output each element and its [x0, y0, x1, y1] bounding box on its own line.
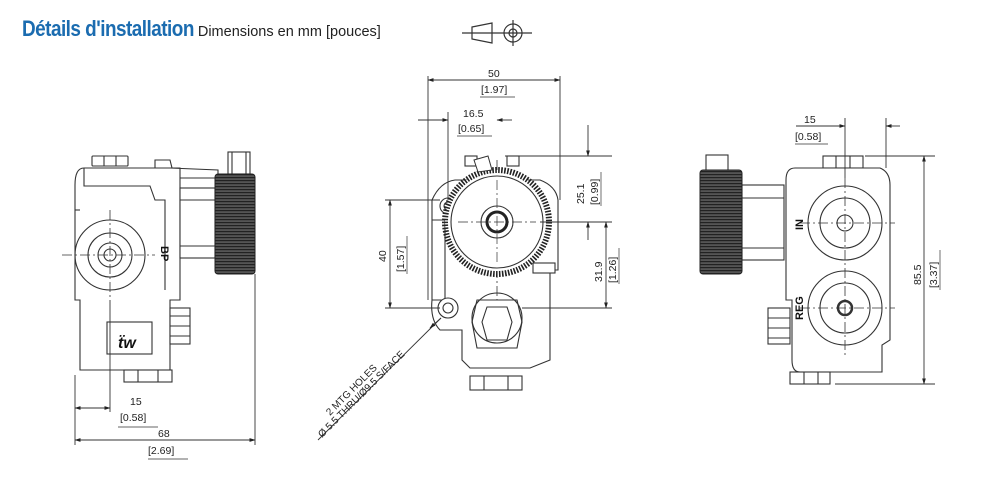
knurled-knob-left	[214, 173, 256, 275]
right-dim-height-mm: 85.5	[912, 264, 924, 285]
center-dim-lower-in: [1.26]	[607, 257, 619, 283]
right-view	[705, 154, 895, 385]
right-dim-height-in: [3.37]	[928, 262, 940, 288]
right-dimensions	[795, 118, 941, 385]
center-dim-top-in: [1.97]	[481, 84, 507, 96]
center-dim-upper-mm: 25.1	[575, 183, 587, 204]
center-dim-top-mm: 50	[488, 68, 500, 80]
knurled-knob-right	[699, 169, 743, 275]
page-subtitle: Dimensions en mm [pouces]	[197, 24, 381, 40]
center-dim-offset-in: [0.65]	[458, 123, 484, 135]
brand-logo-icon: ẗw	[118, 334, 137, 352]
center-dim-height-mm: 40	[377, 250, 389, 262]
port-label-in: IN	[794, 219, 806, 230]
left-dimensions	[74, 274, 256, 460]
left-dim-width-in: [0.58]	[120, 412, 146, 424]
center-dim-height-in: [1.57]	[395, 246, 407, 272]
projection-symbol-icon	[462, 20, 532, 46]
header: Détails d'installation Dimensions en mm …	[22, 16, 381, 42]
mounting-note-line2: Ø 5.5 THRU/Ø9.5 S/FACE	[316, 349, 407, 440]
left-dim-total-in: [2.69]	[148, 445, 174, 457]
port-label-reg: REG	[794, 296, 806, 320]
port-label-bp: BP	[158, 246, 170, 261]
left-dim-width-mm: 15	[130, 396, 142, 408]
right-dim-width-in: [0.58]	[795, 131, 821, 143]
right-dim-width-mm: 15	[804, 114, 816, 126]
left-view	[62, 151, 251, 383]
page-title: Détails d'installation	[22, 16, 194, 41]
center-dim-lower-mm: 31.9	[593, 261, 605, 282]
center-dimensions	[317, 76, 620, 441]
center-dim-offset-mm: 16.5	[463, 108, 484, 120]
center-dim-upper-in: [0.99]	[589, 179, 601, 205]
left-dim-total-mm: 68	[158, 428, 170, 440]
